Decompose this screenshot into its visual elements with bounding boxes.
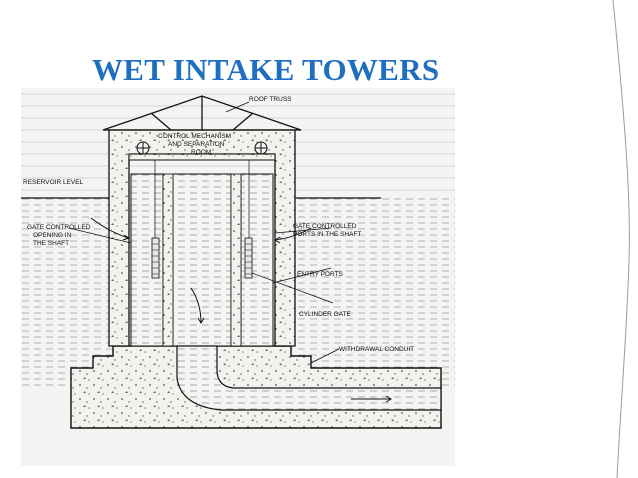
hoist-left-icon [135, 141, 151, 155]
tower-shafts [130, 173, 274, 347]
intake-tower-diagram: ROOF TRUSS CONTROL MECHANISM AND SEPARAT… [21, 88, 455, 466]
label-reservoir-level: RESERVOIR LEVEL [23, 179, 84, 186]
roof-truss [102, 95, 302, 131]
flow-arrows [90, 217, 392, 403]
label-gate-opening-1: GATE CONTROLLED [27, 224, 91, 231]
label-entry-ports: ENTRY PORTS [297, 271, 344, 278]
label-roof-truss: ROOF TRUSS [249, 96, 292, 103]
label-control-room-1: CONTROL MECHANISM [158, 133, 231, 140]
hoist-right-icon [253, 141, 269, 155]
intake-tower-figure: ROOF TRUSS CONTROL MECHANISM AND SEPARAT… [21, 88, 455, 466]
label-gate-ports-2: PORTS IN THE SHAFT [293, 231, 361, 238]
label-gate-ports-1: GATE CONTROLLED [293, 223, 357, 230]
label-gate-opening-2: OPENING IN [33, 232, 72, 239]
label-cylinder-gate: CYLINDER GATE [299, 311, 352, 318]
label-control-room-3: ROOM [191, 149, 211, 156]
label-control-room-2: AND SEPARATION [168, 141, 225, 148]
leader-lines [68, 101, 340, 364]
label-gate-opening-3: THE SHAFT [33, 240, 69, 247]
decorative-curve [612, 0, 630, 478]
control-room-floor [128, 153, 276, 161]
slide-title: WET INTAKE TOWERS [92, 52, 440, 87]
cylinder-gates [151, 160, 253, 279]
withdrawal-conduit [176, 345, 442, 411]
label-withdrawal-conduit: WITHDRAWAL CONDUIT [339, 346, 414, 353]
